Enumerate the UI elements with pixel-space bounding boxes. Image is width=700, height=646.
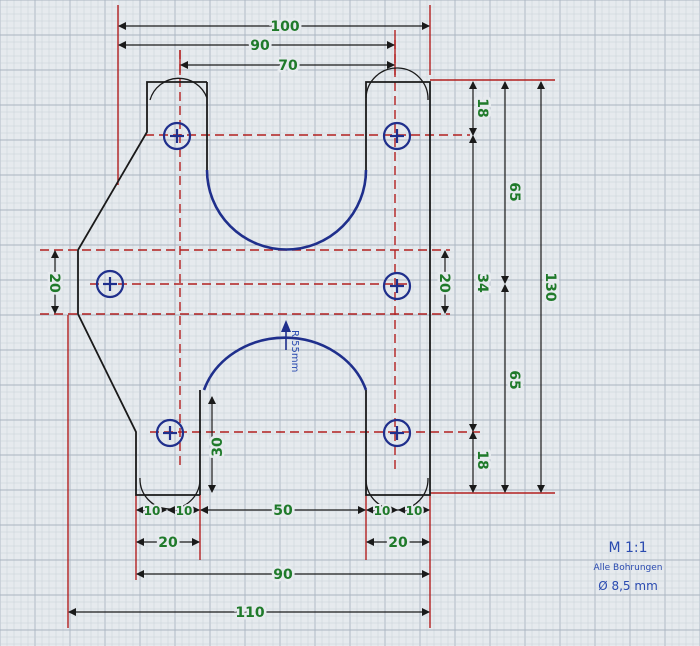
dim-right-65-top: 65 bbox=[506, 182, 522, 201]
dim-bottom-90: 90 bbox=[273, 567, 293, 583]
hole-top-right bbox=[382, 121, 412, 151]
note-holes-label: Alle Bohrungen bbox=[593, 563, 662, 573]
dim-bottom-10-c: 10 bbox=[374, 504, 391, 518]
dimension-lines bbox=[51, 22, 545, 616]
dim-bottom-50: 50 bbox=[273, 503, 293, 519]
dim-bottom-10-d: 10 bbox=[406, 504, 423, 518]
dim-right-18-bottom: 18 bbox=[474, 450, 490, 469]
extension-lines bbox=[67, 5, 555, 628]
dim-left-20: 20 bbox=[46, 273, 62, 293]
dim-bottom-110: 110 bbox=[235, 605, 264, 621]
hole-bottom-right bbox=[382, 418, 412, 448]
radius-label: R 55mm bbox=[289, 330, 300, 372]
dim-bottom-20-left: 20 bbox=[158, 535, 178, 551]
dim-right-65-bottom: 65 bbox=[506, 370, 522, 389]
drawing-notes: M 1:1 Alle Bohrungen Ø 8,5 mm bbox=[593, 540, 662, 593]
dim-top-100: 100 bbox=[270, 19, 299, 35]
drill-holes bbox=[95, 121, 412, 448]
note-scale: M 1:1 bbox=[608, 540, 647, 556]
dim-right-34: 34 bbox=[474, 273, 490, 293]
hole-mid-left bbox=[95, 269, 125, 299]
construction-lines bbox=[40, 40, 480, 470]
dim-slot-30: 30 bbox=[210, 437, 226, 457]
hole-top-left bbox=[162, 121, 192, 151]
hole-bottom-left bbox=[155, 418, 185, 448]
hole-mid-right bbox=[382, 271, 412, 301]
dim-bottom-20-right: 20 bbox=[388, 535, 408, 551]
dim-right-130: 130 bbox=[542, 272, 558, 301]
dim-right-18-top: 18 bbox=[474, 98, 490, 117]
note-hole-diameter: Ø 8,5 mm bbox=[598, 579, 658, 593]
dim-bottom-10-a: 10 bbox=[144, 504, 161, 518]
dim-bottom-10-b: 10 bbox=[176, 504, 193, 518]
dim-center-20: 20 bbox=[436, 273, 452, 293]
radius-arrow-head bbox=[281, 320, 291, 332]
slot-arcs bbox=[202, 169, 368, 391]
dim-top-70: 70 bbox=[278, 58, 298, 74]
dim-top-90: 90 bbox=[250, 38, 270, 54]
